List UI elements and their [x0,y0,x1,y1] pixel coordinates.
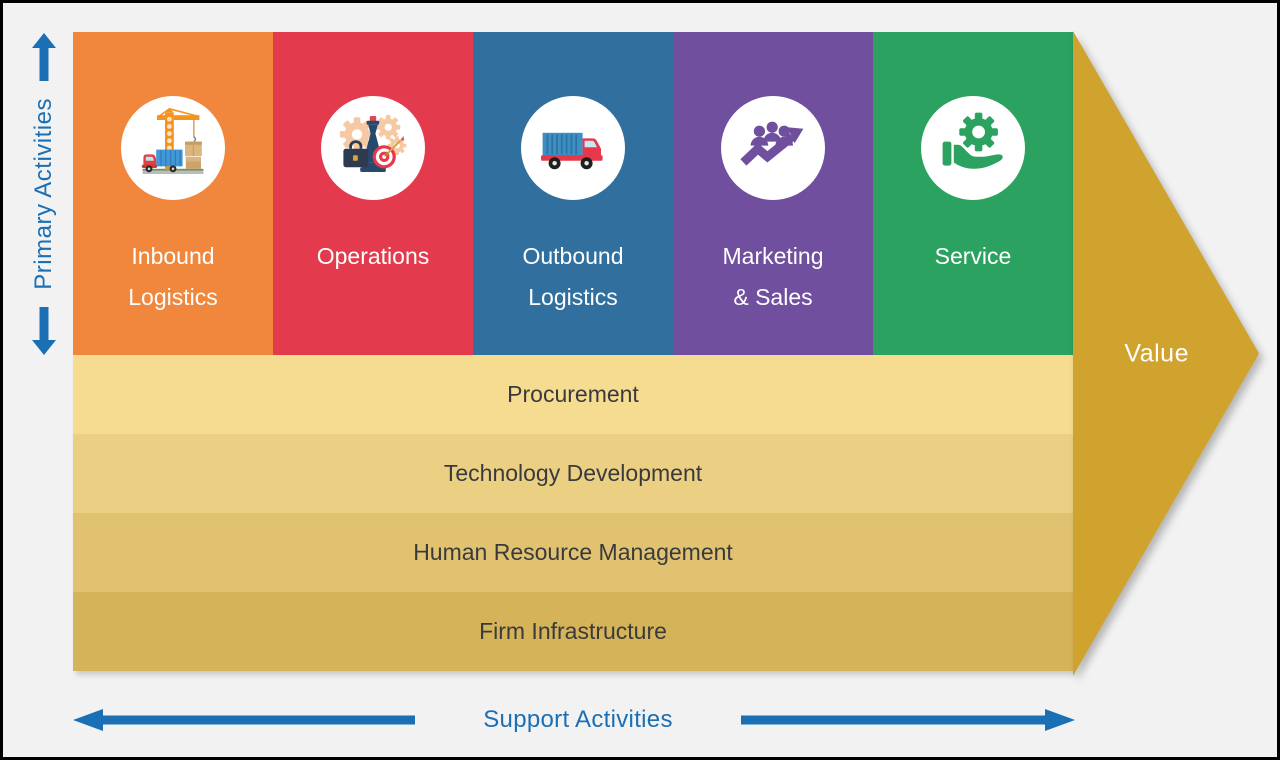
arrow-right-icon [741,709,1075,731]
outbound-logistics-icon-circle [521,96,625,200]
primary-activities-row: Inbound Logistics [73,32,1073,355]
value-arrow-shape: Value [1073,31,1259,676]
value-arrow: Value [1073,31,1259,676]
support-band-firm-infrastructure: Firm Infrastructure [73,592,1073,671]
service-icon-circle [921,96,1025,200]
primary-activity-service: Service [873,32,1073,355]
marketing-sales-icon-circle [721,96,825,200]
gears-chess-target-icon [339,115,407,172]
operations-icon-circle [321,96,425,200]
support-band-procurement: Procurement [73,355,1073,434]
hand-gear-icon [942,112,1003,169]
arrow-up-icon [32,33,56,81]
primary-activities-label: Primary Activities [30,98,57,290]
arrow-left-icon [73,709,415,731]
primary-activity-operations: Operations [273,32,473,355]
primary-activity-marketing-sales: Marketing & Sales [673,32,873,355]
support-band-technology-development: Technology Development [73,434,1073,513]
operations-label: Operations [316,243,430,269]
marketing-sales-label: Marketing & Sales [722,243,824,310]
technology-development-label: Technology Development [443,460,703,486]
support-activities-stack: Procurement Technology Development Human… [73,355,1073,671]
procurement-label: Procurement [507,381,639,407]
inbound-logistics-icon-circle [121,96,225,200]
people-growth-arrow-icon [740,121,804,166]
arrow-down-icon [32,306,56,355]
firm-infrastructure-label: Firm Infrastructure [479,618,667,644]
service-label: Service [934,243,1012,269]
outbound-logistics-label: Outbound Logistics [522,243,624,310]
support-activities-axis: Support Activities [73,706,1075,734]
human-resource-management-label: Human Resource Management [413,539,733,565]
primary-activities-axis: Primary Activities [21,33,67,355]
inbound-logistics-label: Inbound Logistics [128,243,218,310]
primary-activity-outbound-logistics: Outbound Logistics [473,32,673,355]
crane-truck-icon [141,108,204,174]
support-band-human-resource-management: Human Resource Management [73,513,1073,592]
support-activities-label: Support Activities [483,706,673,733]
primary-activity-inbound-logistics: Inbound Logistics [73,32,273,355]
value-label: Value [1124,339,1189,367]
delivery-truck-icon [541,132,603,170]
